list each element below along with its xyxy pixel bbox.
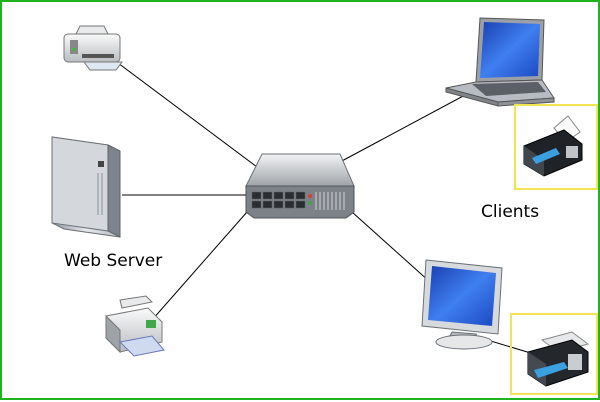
link-printer-bottomleft (151, 211, 248, 321)
bottom-right-printer-icon (527, 331, 590, 387)
link-laptop (339, 86, 481, 163)
client-printer-highlight-bottom (510, 313, 598, 395)
link-printer-topleft (113, 59, 258, 168)
top-left-printer-icon (63, 25, 123, 71)
laptop-icon (445, 17, 555, 107)
network-switch-icon (245, 153, 355, 219)
desktop-monitor-icon (421, 259, 503, 350)
bottom-left-printer-icon (105, 295, 165, 357)
web-server-label: Web Server (64, 251, 163, 271)
clients-label: Clients (481, 202, 540, 222)
top-right-printer-icon (523, 115, 583, 177)
server-tower-icon (51, 136, 121, 238)
link-monitor (351, 211, 431, 283)
client-printer-highlight-top (514, 104, 598, 190)
